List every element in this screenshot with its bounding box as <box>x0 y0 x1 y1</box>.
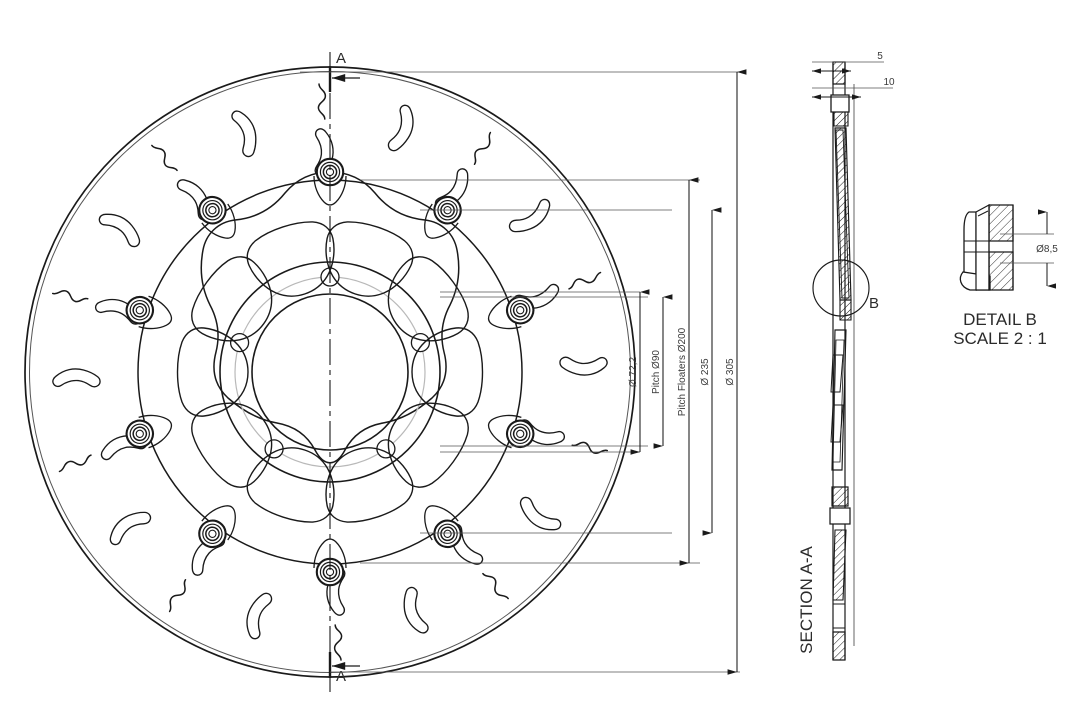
dimension-stack: Ø 72,2 Pitch Ø90 Pitch Floaters Ø200 Ø 2… <box>300 69 747 675</box>
section-floater-boss-bottom <box>831 486 849 507</box>
dimension-hub-pitch: Ø 72,2 <box>628 289 650 455</box>
dimension-label-hub-pitch: Ø 72,2 <box>628 357 639 387</box>
detail-geometry <box>959 203 1014 291</box>
dimension-pitch-90: Pitch Ø90 <box>651 294 673 449</box>
section-floater-boss-top <box>830 94 850 113</box>
detail-hole-dimension: Ø8,5 <box>1000 209 1058 289</box>
dimension-pitch-floaters: Pitch Floaters Ø200 <box>677 177 699 566</box>
dimension-label-inner-band: Ø 235 <box>700 358 711 386</box>
section-thickness-dimensions: 5 10 <box>812 51 895 100</box>
detail-callout-label: B <box>869 295 879 312</box>
detail-hatched-lower <box>988 251 1014 291</box>
dimension-label-thickness: 5 <box>877 51 883 62</box>
section-view-title: SECTION A-A <box>797 545 816 653</box>
section-detail-region <box>839 299 852 321</box>
detail-callout-circle: B <box>812 259 879 317</box>
detail-view: Ø8,5 DETAIL B SCALE 2 : 1 <box>953 203 1058 348</box>
dimension-label-pitch-90: Pitch Ø90 <box>651 350 662 394</box>
section-bottom-rim <box>832 631 846 661</box>
extension-lines <box>300 71 740 673</box>
detail-view-scale: SCALE 2 : 1 <box>953 329 1047 348</box>
section-view: 5 10 B SECTION A-A <box>797 51 895 661</box>
section-profile <box>829 61 855 661</box>
dimension-label-offset: 10 <box>883 77 895 88</box>
dimension-inner-band: Ø 235 <box>700 207 722 536</box>
detail-view-title: DETAIL B <box>963 310 1037 329</box>
section-top-rim <box>832 61 846 85</box>
section-marker-label-bottom: A <box>336 668 346 685</box>
dimension-label-pitch-floaters: Pitch Floaters Ø200 <box>677 327 688 416</box>
section-carrier-web-lower <box>831 329 847 471</box>
dimension-label-detail-hole: Ø8,5 <box>1036 244 1058 255</box>
detail-hatched-upper <box>988 204 1014 242</box>
dimension-outer-diameter: Ø 305 <box>725 69 747 675</box>
section-marker-label-top: A <box>336 50 346 67</box>
section-plane-markers: A A <box>328 50 360 685</box>
dimension-label-outer-diameter: Ø 305 <box>725 358 736 386</box>
hub-center-bore-circle <box>251 293 409 451</box>
